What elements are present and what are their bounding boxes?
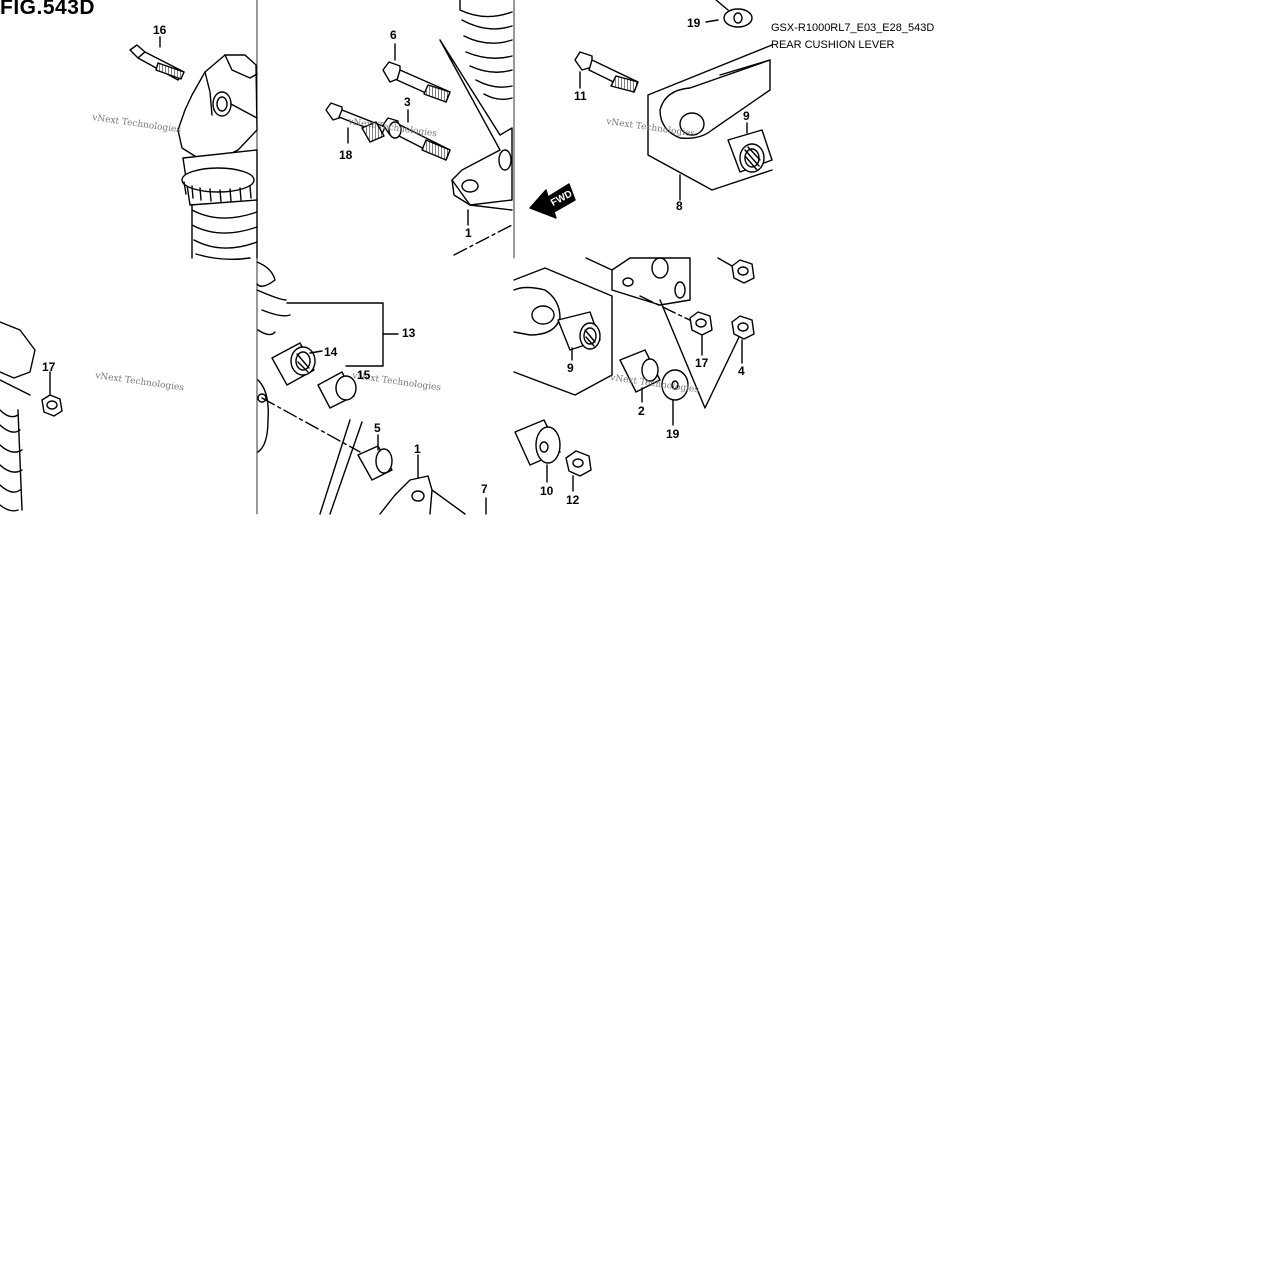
- callout-2: 2: [638, 404, 645, 418]
- callout-11: 11: [574, 89, 587, 103]
- callout-10: 10: [540, 484, 554, 498]
- lower-lever-group: [513, 257, 755, 477]
- callout-19: 19: [666, 427, 680, 441]
- callout-6: 6: [390, 28, 397, 42]
- callout-14: 14: [324, 345, 338, 359]
- upper-middle-assembly: [325, 0, 513, 256]
- figure-subtitle: REAR CUSHION LEVER: [771, 39, 895, 51]
- shock-top-assembly: [177, 54, 258, 261]
- callout-15: 15: [357, 368, 371, 382]
- callout-19: 19: [687, 16, 701, 30]
- callout-1: 1: [414, 442, 421, 456]
- bolt-16: [129, 44, 185, 81]
- callout-12: 12: [566, 493, 580, 507]
- shock-bottom-assembly: [0, 321, 63, 512]
- figure-code: GSX-R1000RL7_E03_E28_543D: [771, 22, 935, 34]
- watermark: vNext Technologies: [94, 371, 185, 394]
- cushion-lever-assembly: [529, 0, 773, 219]
- callout-18: 18: [339, 148, 353, 162]
- callout-1: 1: [465, 226, 472, 240]
- bearing-group: [256, 261, 487, 515]
- watermark: vNext Technologies: [91, 113, 182, 136]
- callout-17: 17: [695, 356, 709, 370]
- callout-8: 8: [676, 199, 683, 213]
- callout-3: 3: [404, 95, 411, 109]
- callout-9: 9: [743, 109, 750, 123]
- callout-4: 4: [738, 364, 745, 378]
- callout-7: 7: [481, 482, 488, 496]
- callout-5: 5: [374, 421, 381, 435]
- callout-17: 17: [42, 360, 56, 374]
- callout-13: 13: [402, 326, 416, 340]
- callout-16: 16: [153, 23, 167, 37]
- figure-title: FIG.543D: [0, 0, 96, 19]
- callout-9: 9: [567, 361, 574, 375]
